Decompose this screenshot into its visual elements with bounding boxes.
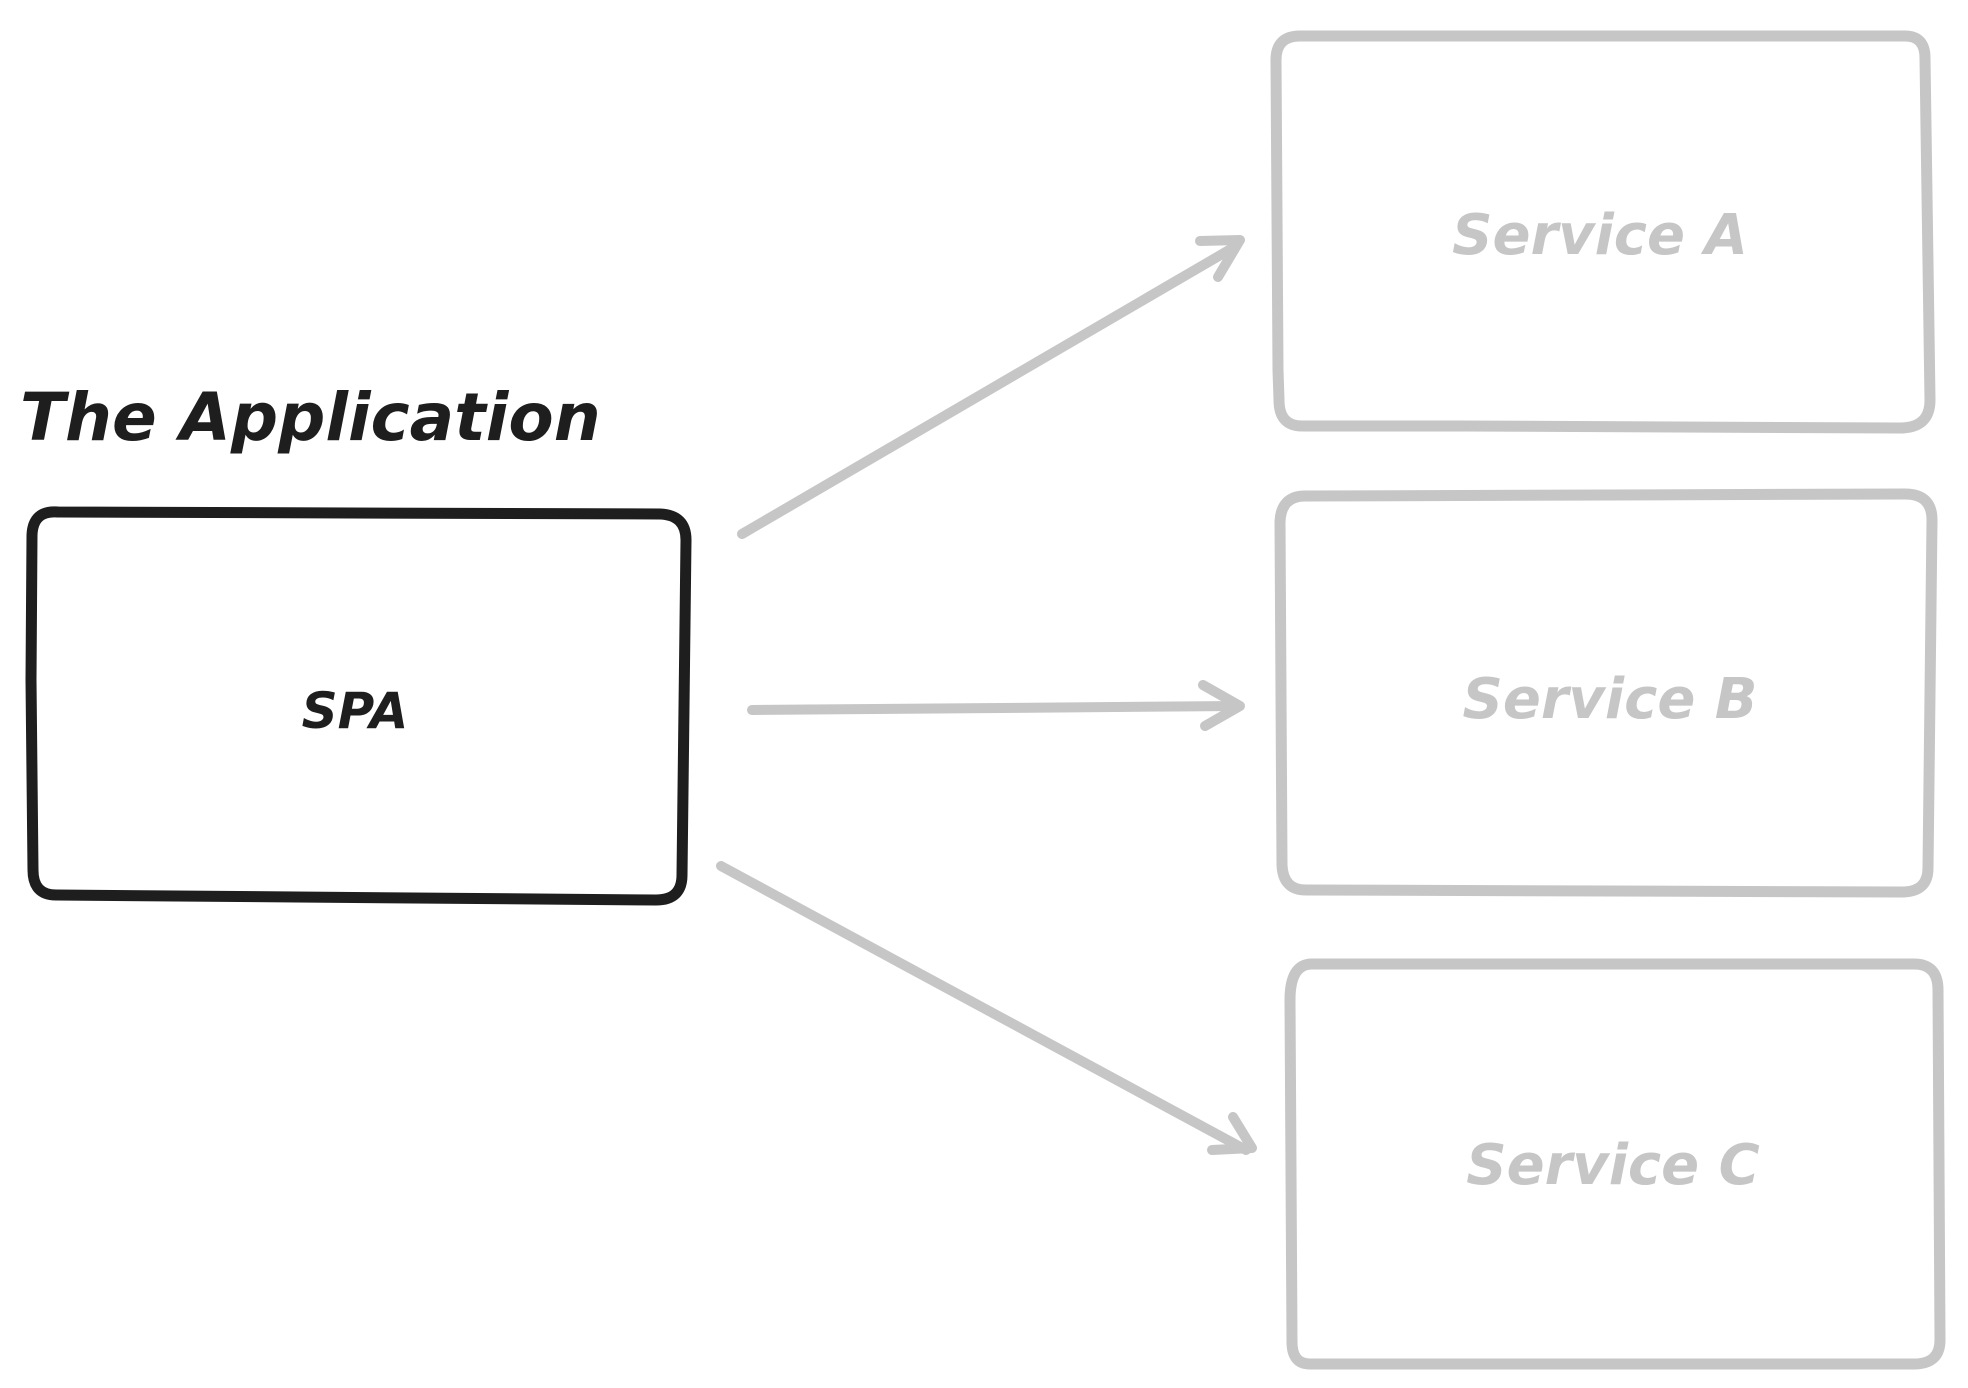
arrow-spa-to-service-b	[747, 680, 1245, 731]
spa-box	[25, 506, 692, 906]
service-a-box	[1270, 30, 1936, 434]
arrow-b-line	[747, 701, 1243, 715]
spa-label: SPA	[302, 682, 409, 740]
arrow-c-line	[716, 861, 1251, 1155]
service-c-box	[1284, 958, 1946, 1370]
arrow-b-head	[1198, 680, 1245, 731]
diagram-title: The Application	[20, 379, 601, 456]
service-a-label: Service A	[1452, 203, 1748, 268]
arrow-spa-to-service-a	[737, 235, 1245, 539]
service-c-label: Service C	[1466, 1133, 1759, 1198]
service-b-box	[1274, 488, 1938, 898]
arrow-a-head	[1195, 235, 1245, 282]
arrow-a-line	[737, 241, 1241, 539]
service-b-node: Service B	[1274, 488, 1938, 898]
arrow-c-head	[1207, 1112, 1257, 1155]
spa-node: SPA	[25, 506, 692, 906]
service-a-node: Service A	[1270, 30, 1936, 434]
arrow-spa-to-service-c	[716, 861, 1257, 1155]
service-b-label: Service B	[1463, 667, 1758, 732]
service-c-node: Service C	[1284, 958, 1946, 1370]
